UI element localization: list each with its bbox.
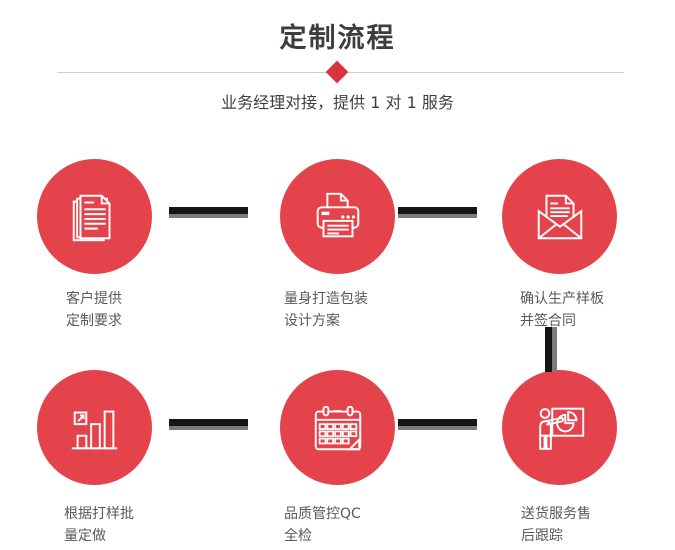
step-label-line: 确认生产样板 (520, 291, 604, 307)
connector-step5-step6 (398, 419, 477, 430)
growth-chart-icon (66, 399, 124, 457)
calendar-icon (309, 399, 367, 457)
step-label-line: 量身打造包装 (284, 291, 368, 307)
page-subtitle: 业务经理对接，提供 1 对 1 服务 (221, 93, 454, 112)
step-label-line: 根据打样批 (64, 506, 134, 522)
step-label-line: 设计方案 (284, 313, 340, 329)
step-label-line: 客户提供 (66, 291, 122, 307)
step-circle-1 (37, 159, 152, 274)
envelope-icon (531, 188, 589, 246)
step-label-4: 根据打样批 量定做 (64, 503, 134, 547)
printer-icon (309, 188, 367, 246)
step-label-6: 送货服务售 后跟踪 (521, 503, 591, 547)
step-circle-3 (502, 159, 617, 274)
step-label-1: 客户提供 定制要求 (66, 288, 122, 332)
diamond-icon (325, 60, 349, 84)
connector-step4-step5 (169, 419, 248, 430)
step-circle-5 (280, 370, 395, 485)
step-label-line: 量定做 (64, 528, 106, 544)
page-title: 定制流程 (279, 23, 396, 54)
step-label-line: 送货服务售 (521, 506, 591, 522)
connector-step2-step3 (398, 207, 477, 218)
step-label-line: 并签合同 (520, 313, 576, 329)
step-label-3: 确认生产样板 并签合同 (520, 288, 604, 332)
step-label-2: 量身打造包装 设计方案 (284, 288, 368, 332)
step-label-5: 品质管控QC 全检 (284, 503, 361, 547)
step-label-line: 品质管控QC (284, 506, 361, 522)
step-circle-6 (502, 370, 617, 485)
step-circle-4 (37, 370, 152, 485)
step-circle-2 (280, 159, 395, 274)
presentation-icon (531, 399, 589, 457)
documents-icon (66, 188, 124, 246)
connector-step1-step2 (169, 207, 248, 218)
step-label-line: 全检 (284, 528, 312, 544)
step-label-line: 后跟踪 (521, 528, 563, 544)
step-label-line: 定制要求 (66, 313, 122, 329)
connector-step3-step6 (545, 327, 557, 372)
